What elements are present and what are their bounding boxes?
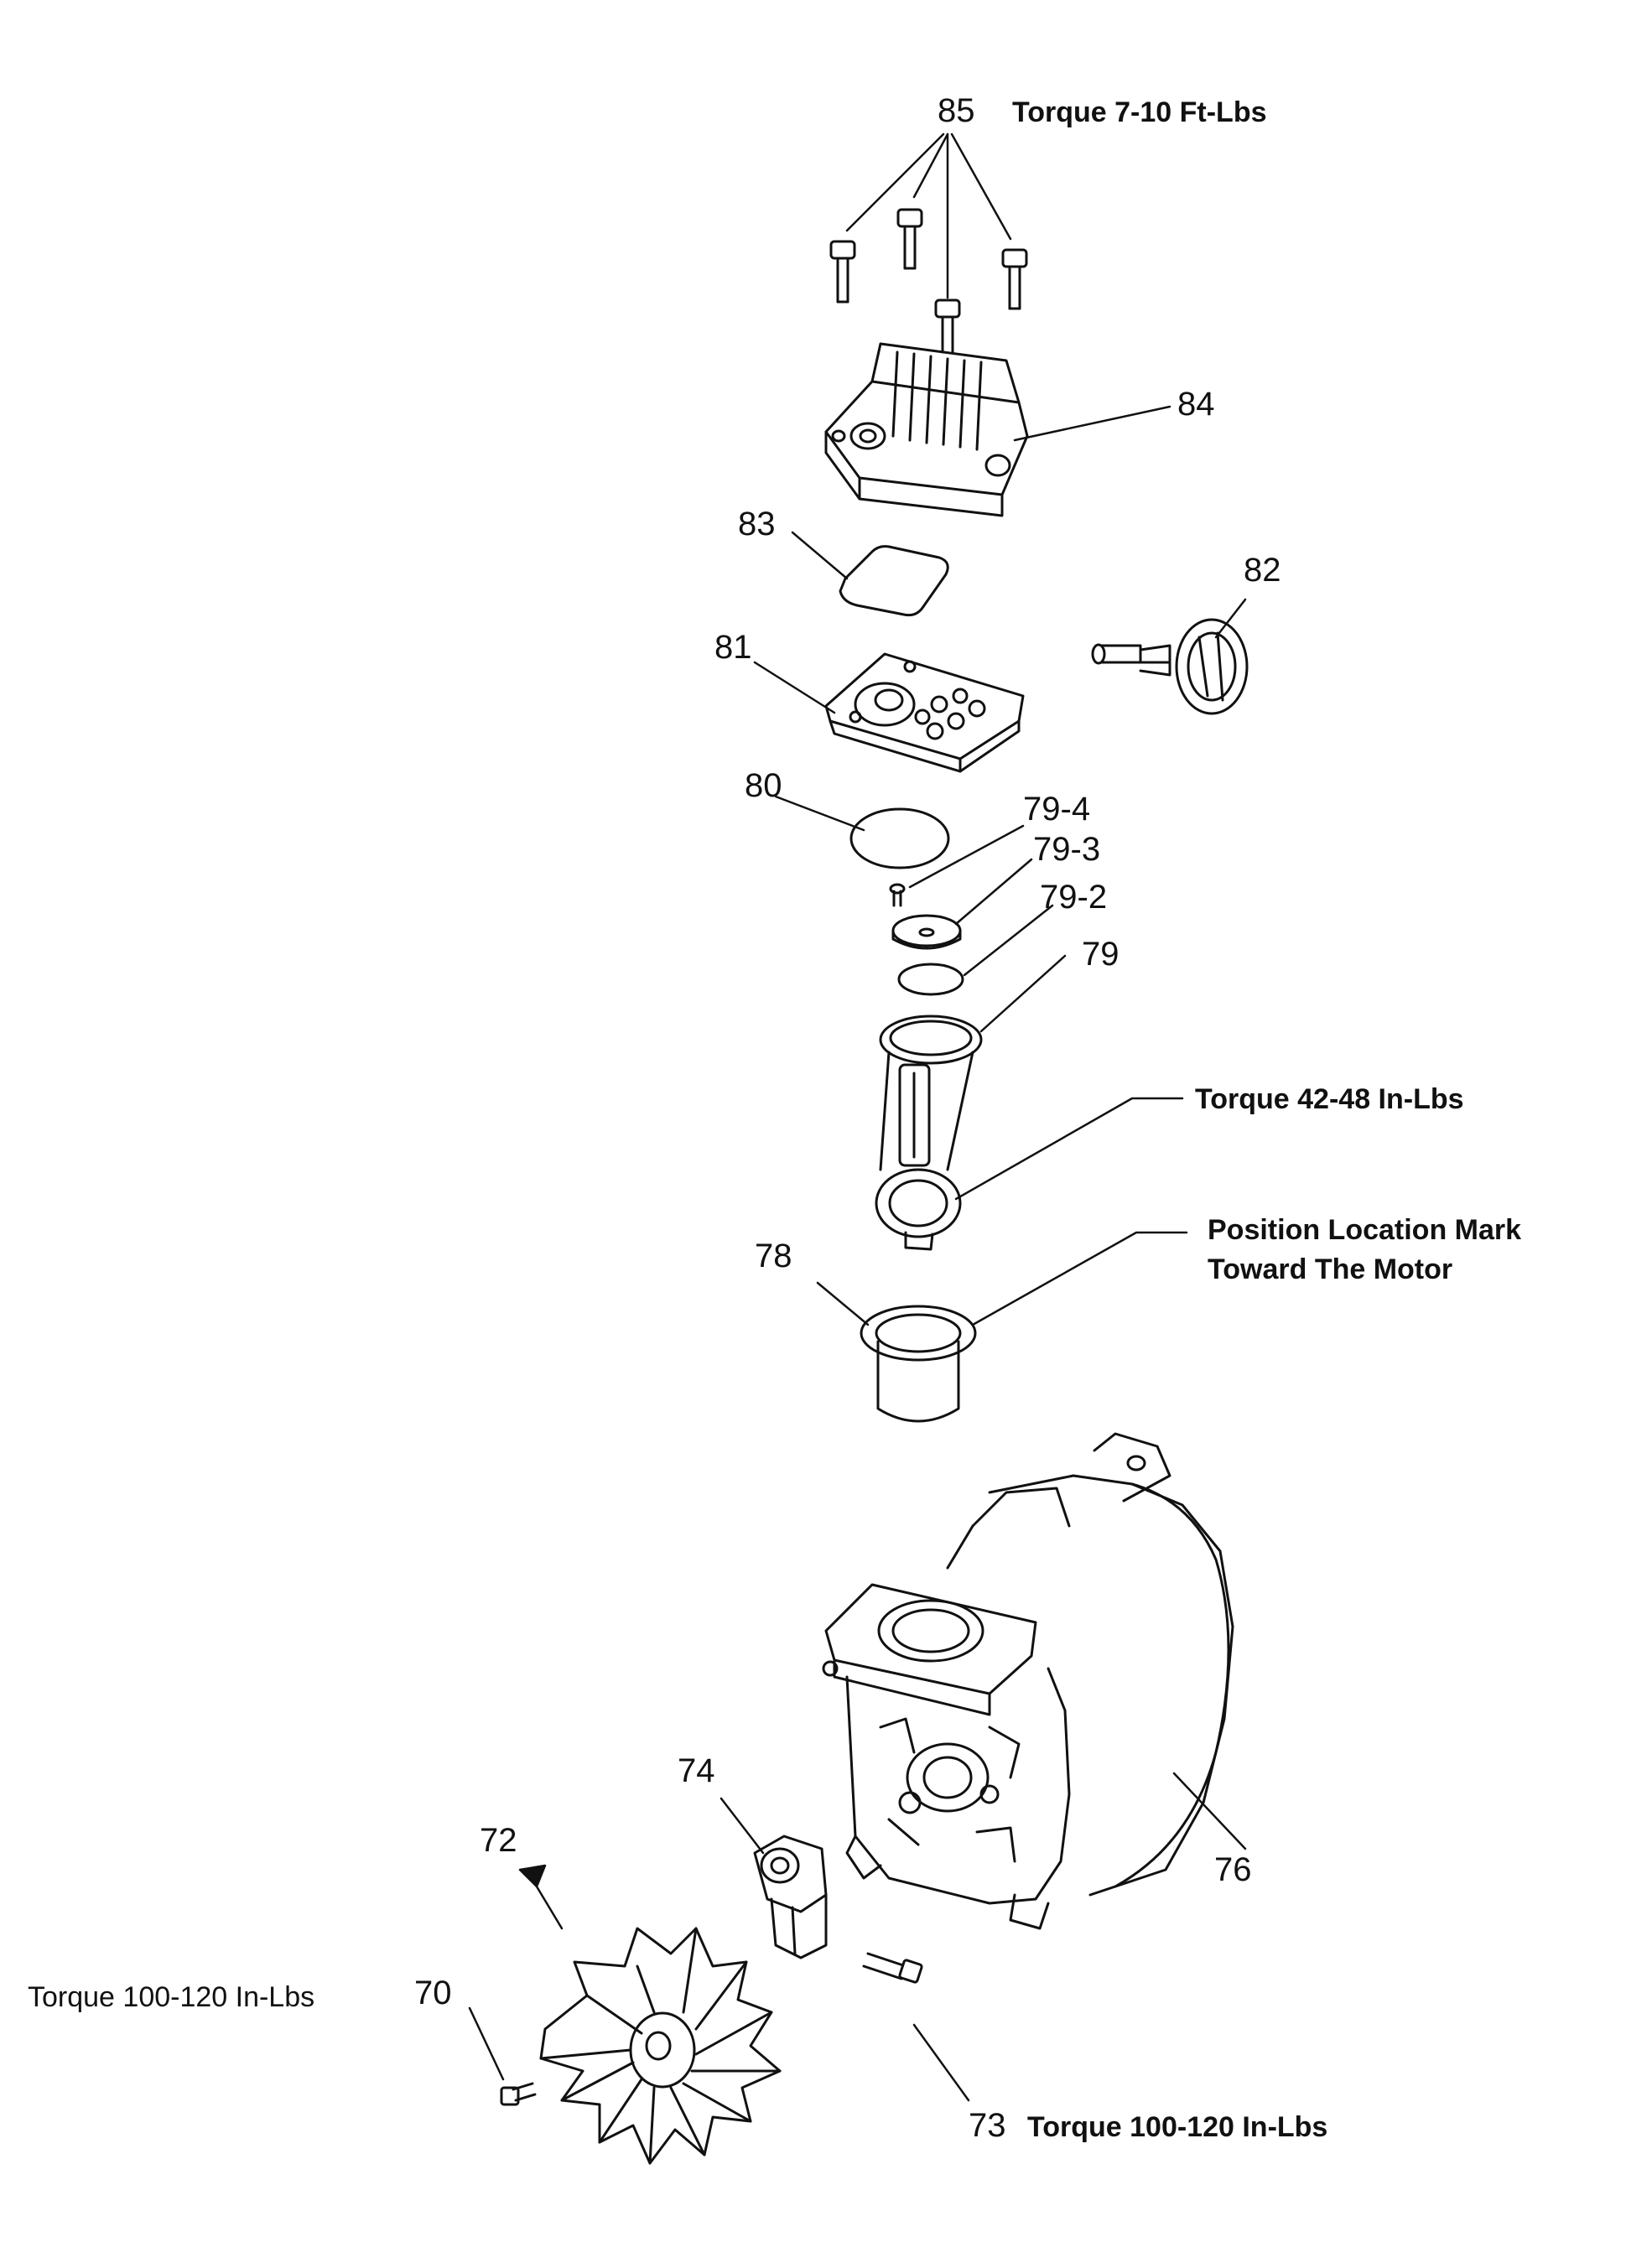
- o-ring-80: [851, 809, 948, 868]
- screw-70: [501, 2084, 535, 2105]
- gasket-83: [840, 547, 948, 615]
- fan-72: [541, 1928, 780, 2163]
- label-72: 72: [480, 1822, 517, 1859]
- crankshaft-82: [1093, 620, 1247, 714]
- cylinder-head-84: [826, 344, 1027, 516]
- label-83: 83: [738, 506, 776, 542]
- note-torque-fan: Torque 100-120 In-Lbs: [28, 1981, 315, 2013]
- label-79-2: 79-2: [1040, 879, 1108, 916]
- label-79-4: 79-4: [1023, 791, 1091, 828]
- screw-79-4: [891, 885, 904, 906]
- note-position-line1: Position Location Mark: [1208, 1214, 1522, 1246]
- label-70: 70: [414, 1975, 452, 2011]
- bracket-74: [755, 1836, 826, 1958]
- leader-lines: [470, 134, 1245, 2100]
- retainer-79-3: [893, 916, 960, 948]
- label-73: 73: [969, 2107, 1006, 2144]
- label-76: 76: [1214, 1851, 1252, 1888]
- label-79-3: 79-3: [1033, 831, 1101, 868]
- note-torque-bolt: Torque 100-120 In-Lbs: [1027, 2111, 1328, 2143]
- label-78: 78: [755, 1238, 792, 1274]
- label-74: 74: [678, 1752, 715, 1789]
- bolt-73: [864, 1954, 922, 1983]
- note-position-line2: Toward The Motor: [1208, 1253, 1453, 1285]
- connecting-rod-79: [876, 1016, 981, 1249]
- label-85: 85: [938, 92, 975, 129]
- head-bolts-85: [831, 210, 1026, 352]
- note-torque-rod: Torque 42-48 In-Lbs: [1195, 1083, 1464, 1115]
- label-81: 81: [714, 629, 752, 666]
- label-80: 80: [745, 767, 782, 804]
- cup-79-2: [899, 964, 963, 994]
- note-torque-head: Torque 7-10 Ft-Lbs: [1012, 96, 1267, 128]
- bearing-78: [861, 1306, 975, 1421]
- label-84: 84: [1177, 386, 1215, 423]
- motor-crankcase-76: [823, 1434, 1233, 1928]
- valve-plate-81: [826, 654, 1023, 771]
- label-79: 79: [1082, 936, 1119, 973]
- label-82: 82: [1244, 552, 1281, 589]
